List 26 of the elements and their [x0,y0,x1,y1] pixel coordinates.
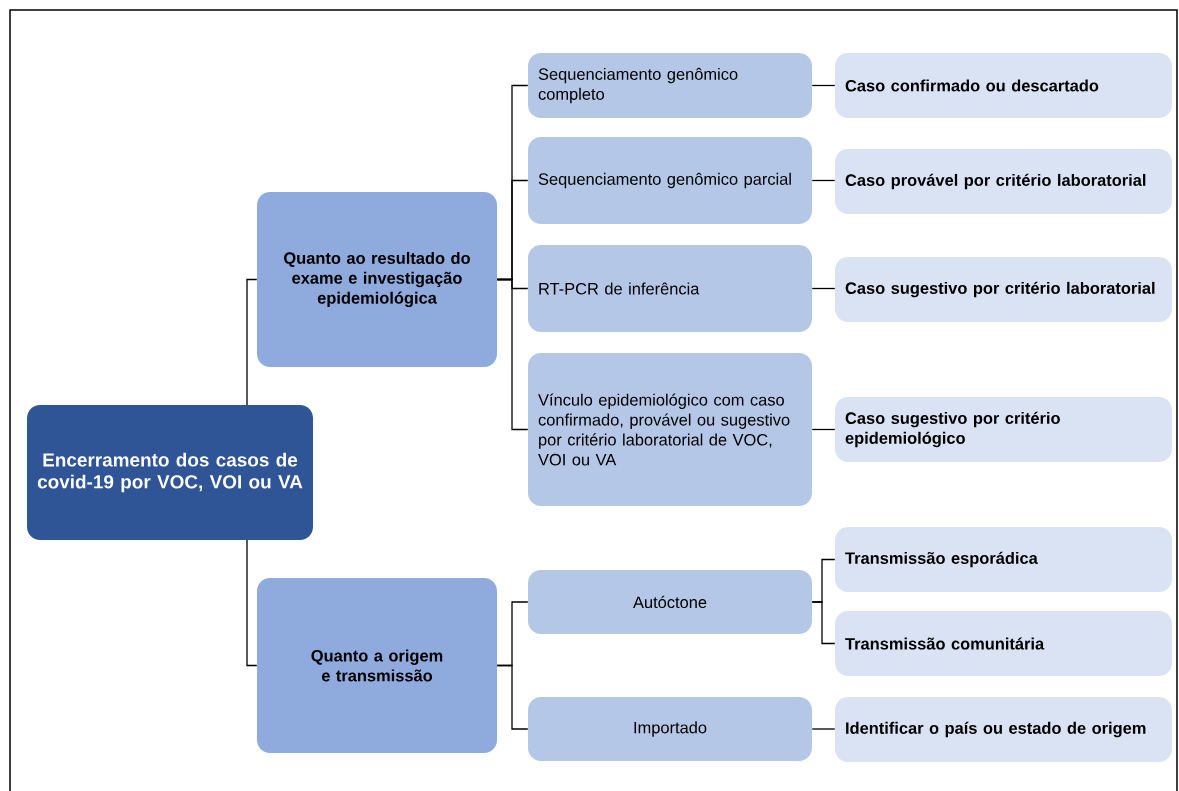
connector-line [811,179,836,182]
outcome-box: Transmissão esporádica [835,527,1172,592]
outcome-box: Caso sugestivo por critério laboratorial [835,257,1172,322]
outcome-box: Transmissão comunitária [835,611,1172,676]
connector-line [811,428,836,431]
root-box: Encerramento dos casos de covid-19 por VOC, VOI ou VA [27,405,313,540]
criterion-box: Vínculo epidemiológico com caso confirmado, provável ou sugestivo por critério laboratorial de VOC, VOI ou VA [528,353,812,506]
connector-line [811,84,836,87]
connector-line [246,278,258,406]
connector-line [811,287,836,290]
criterion-box: Sequenciamento genômico parcial [528,137,812,224]
criterion-box: Sequenciamento genômico completo [528,53,812,118]
connector-line [496,278,529,431]
criterion-box: Importado [528,697,812,761]
category-box: Quanto a origem e transmissão [257,578,497,753]
connector-line [246,539,258,667]
criterion-box: RT-PCR de inferência [528,245,812,332]
category-box: Quanto ao resultado do exame e investigação epidemiológica [257,192,497,367]
outcome-box: Caso provável por critério laboratorial [835,149,1172,214]
outcome-box: Caso sugestivo por critério epidemiológico [835,397,1172,462]
criterion-box: Autóctone [528,570,812,634]
connector-line [811,728,836,730]
outcome-box: Caso confirmado ou descartado [835,53,1172,118]
connector-line [496,664,529,730]
connector-line [811,601,836,645]
outcome-box: Identificar o país ou estado de origem [835,697,1172,762]
